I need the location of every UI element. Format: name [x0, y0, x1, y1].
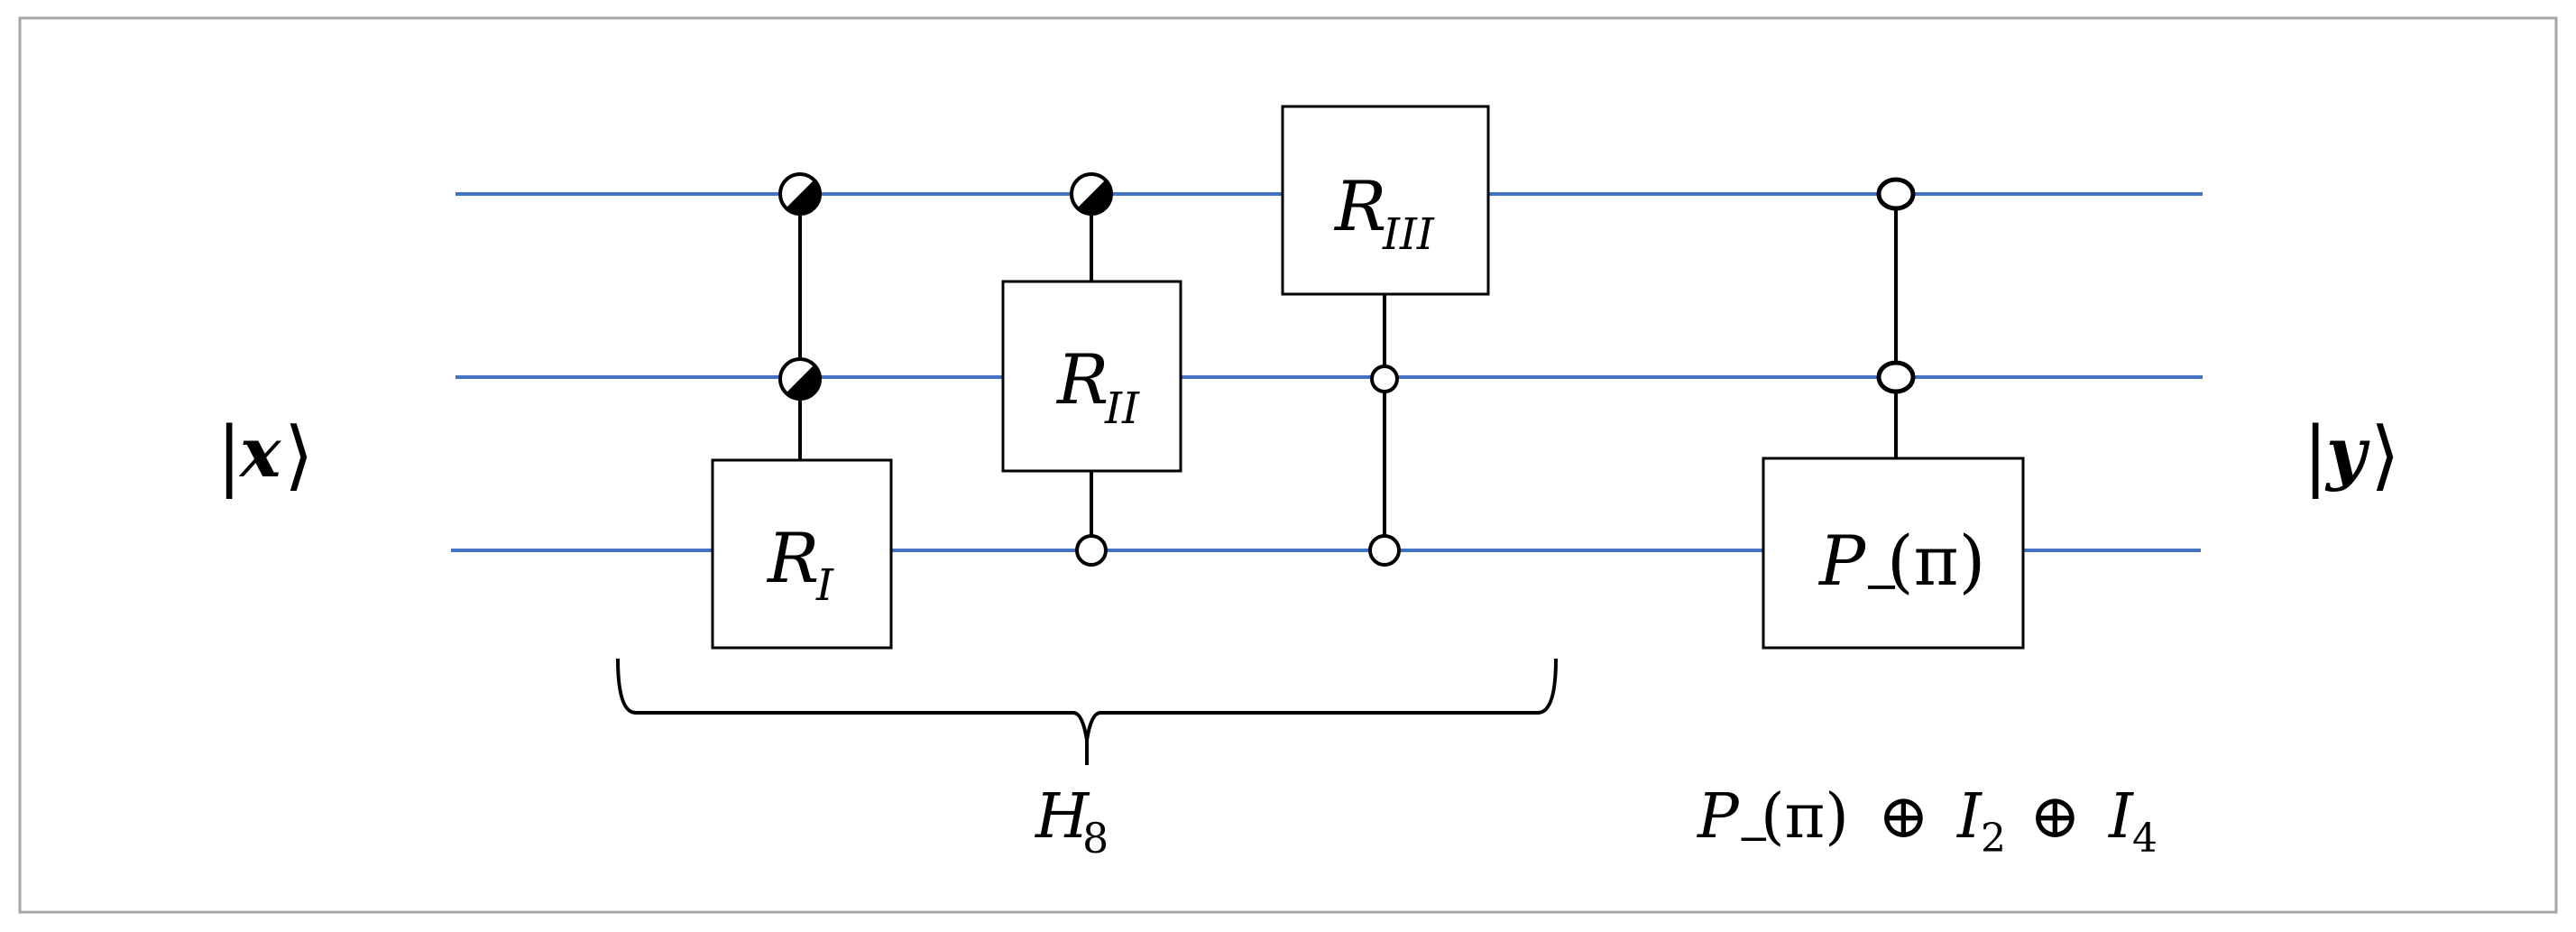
gate-r2: [1001, 280, 1182, 473]
pminus-control-middle: [1876, 360, 1916, 394]
svg-text:I: I: [2107, 781, 2134, 853]
svg-text:−: −: [1737, 816, 1771, 862]
svg-text:I: I: [815, 560, 834, 611]
svg-text:R: R: [766, 518, 819, 598]
pminus-control-top: [1876, 177, 1916, 211]
r2-control-bottom: [1075, 534, 1108, 567]
svg-text:x: x: [238, 412, 282, 493]
svg-text:y: y: [2324, 412, 2370, 493]
svg-text:I: I: [1955, 781, 1983, 853]
input-state-label: | x ⟩: [216, 411, 314, 499]
gate-r3: [1281, 105, 1490, 296]
r1-control-top: [778, 172, 822, 216]
gate-r3-label: R III: [1333, 166, 1435, 260]
gate-pminus-label: P − (π): [1817, 521, 1985, 612]
gate-pminus: [1762, 457, 2025, 650]
svg-text:(π): (π): [1887, 521, 1985, 601]
gate-r2-label: R II: [1055, 339, 1140, 434]
svg-text:⟩: ⟩: [284, 411, 314, 499]
svg-text:(π): (π): [1761, 781, 1849, 853]
gate-r1-label: R I: [766, 518, 834, 611]
h8-label: H 8: [1034, 781, 1109, 863]
svg-text:⊕: ⊕: [1878, 781, 1929, 853]
svg-text:8: 8: [1082, 814, 1109, 863]
svg-text:III: III: [1382, 209, 1435, 260]
diagram-frame: [18, 16, 2558, 914]
svg-text:R: R: [1333, 166, 1386, 246]
svg-text:⊕: ⊕: [2029, 781, 2081, 853]
gate-r1: [711, 458, 893, 650]
svg-text:II: II: [1104, 383, 1140, 434]
r1-control-middle: [778, 357, 822, 401]
svg-text:P: P: [1696, 781, 1740, 853]
direct-sum-label: P − (π) ⊕ I 2 ⊕ I 4: [1696, 781, 2157, 862]
svg-text:2: 2: [1981, 816, 2006, 862]
svg-text:|: |: [216, 411, 242, 499]
r3-control-middle: [1370, 364, 1399, 393]
svg-text:−: −: [1863, 561, 1900, 612]
svg-text:R: R: [1055, 339, 1109, 420]
svg-text:4: 4: [2132, 816, 2157, 862]
svg-text:⟩: ⟩: [2370, 411, 2400, 499]
r2-control-top: [1070, 172, 1113, 216]
svg-text:|: |: [2303, 411, 2328, 499]
output-state-label: | y ⟩: [2303, 411, 2400, 499]
svg-text:P: P: [1817, 521, 1867, 601]
r3-control-bottom: [1368, 534, 1401, 567]
svg-text:H: H: [1034, 781, 1090, 853]
h8-brace: [616, 658, 1558, 765]
